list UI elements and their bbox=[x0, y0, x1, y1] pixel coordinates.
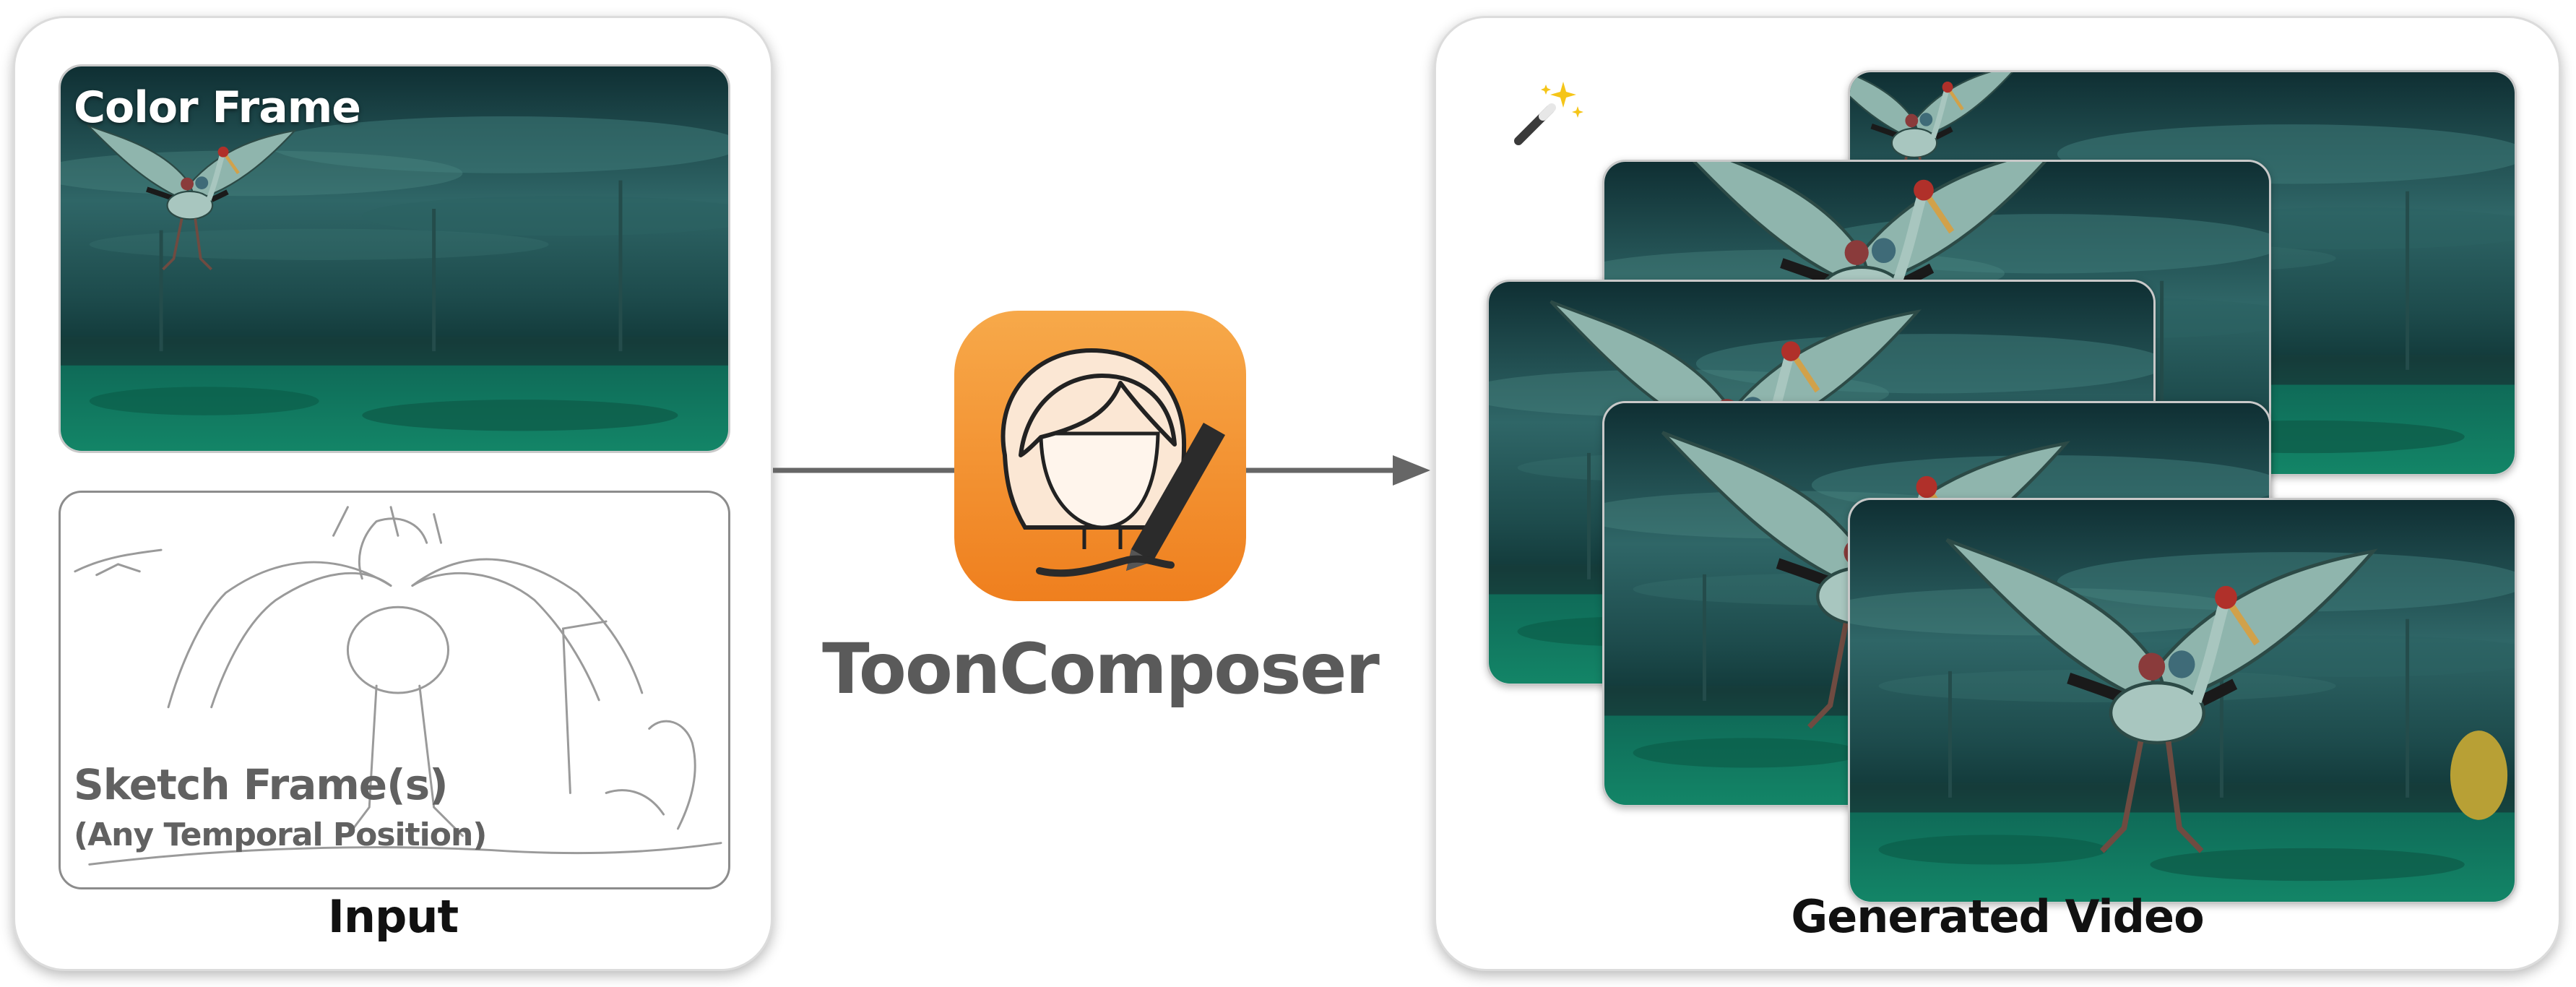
model-name: ToonComposer bbox=[822, 629, 1380, 710]
color-frame-label: Color Frame bbox=[74, 82, 361, 133]
arrowhead-right-icon bbox=[1393, 455, 1430, 486]
magic-wand-icon bbox=[1514, 82, 1583, 145]
input-caption: Input bbox=[327, 890, 459, 943]
sketch-frame-sublabel: (Any Temporal Position) bbox=[74, 816, 487, 853]
sketch-frame-label: Sketch Frame(s) bbox=[74, 760, 449, 809]
sketch-drawing bbox=[74, 506, 722, 866]
color-frame-image: Color Frame bbox=[59, 64, 730, 453]
video-frame-scene bbox=[1850, 500, 2515, 902]
video-frame bbox=[1848, 498, 2517, 904]
sketch-frame-image: Sketch Frame(s) (Any Temporal Position) bbox=[59, 491, 730, 889]
input-panel: Color Frame Sketch Fr bbox=[13, 16, 773, 971]
artist-face-pen-icon bbox=[954, 311, 1246, 601]
output-panel: Generated Video bbox=[1434, 16, 2561, 971]
output-caption: Generated Video bbox=[1791, 890, 2204, 943]
